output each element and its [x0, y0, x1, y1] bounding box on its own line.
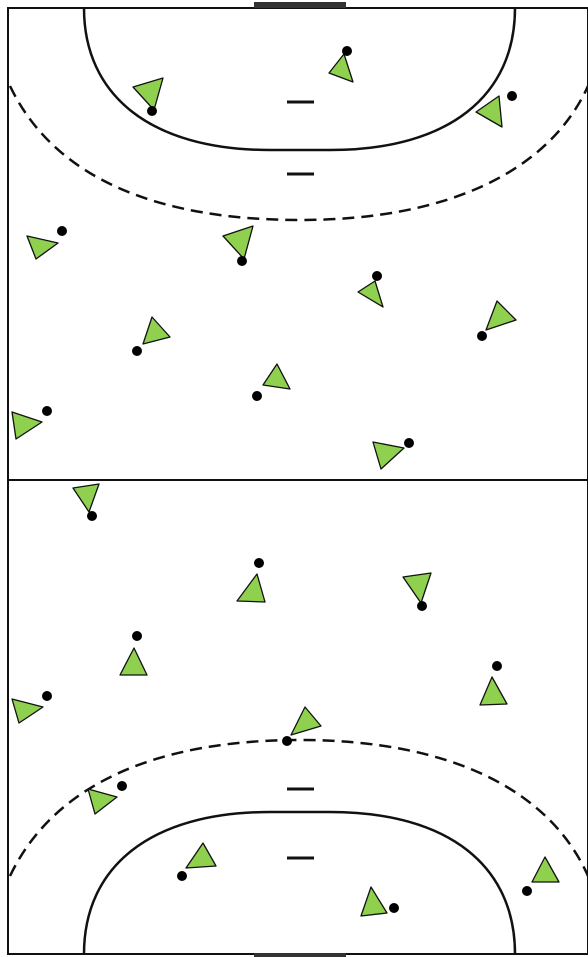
ball[interactable]: [252, 391, 262, 401]
ball[interactable]: [57, 226, 67, 236]
player-marker[interactable]: [222, 225, 254, 260]
player-marker[interactable]: [485, 300, 517, 331]
ball[interactable]: [372, 271, 382, 281]
top-free-throw-line: [8, 85, 588, 222]
ball[interactable]: [477, 331, 487, 341]
ball[interactable]: [507, 91, 517, 101]
balls-group: [42, 46, 532, 913]
player-marker[interactable]: [402, 572, 432, 604]
ball[interactable]: [254, 558, 264, 568]
ball[interactable]: [282, 736, 292, 746]
player-marker[interactable]: [262, 363, 291, 390]
ball[interactable]: [117, 781, 127, 791]
ball[interactable]: [237, 256, 247, 266]
player-marker[interactable]: [132, 77, 164, 111]
player-marker[interactable]: [372, 441, 405, 470]
ball[interactable]: [417, 601, 427, 611]
player-marker[interactable]: [11, 698, 44, 724]
ball[interactable]: [404, 438, 414, 448]
player-marker[interactable]: [185, 842, 217, 869]
top-goal: [254, 2, 346, 8]
ball[interactable]: [132, 346, 142, 356]
ball[interactable]: [342, 46, 352, 56]
ball[interactable]: [522, 886, 532, 896]
player-marker[interactable]: [357, 280, 384, 308]
ball[interactable]: [147, 106, 157, 116]
player-marker[interactable]: [87, 788, 118, 815]
ball[interactable]: [132, 631, 142, 641]
ball[interactable]: [42, 691, 52, 701]
player-marker[interactable]: [475, 95, 503, 128]
player-marker[interactable]: [142, 316, 171, 345]
player-marker[interactable]: [290, 706, 322, 736]
bottom-goal-area-line: [82, 810, 517, 955]
player-marker[interactable]: [531, 856, 560, 883]
ball[interactable]: [389, 903, 399, 913]
top-goal-area-line: [82, 7, 517, 152]
players-group: [11, 53, 560, 917]
player-marker[interactable]: [72, 483, 100, 513]
ball[interactable]: [42, 406, 52, 416]
player-marker[interactable]: [479, 676, 508, 706]
player-marker[interactable]: [236, 573, 266, 603]
player-marker[interactable]: [328, 53, 354, 83]
ball[interactable]: [87, 511, 97, 521]
player-marker[interactable]: [11, 411, 43, 440]
bottom-free-throw-line: [8, 738, 588, 877]
ball[interactable]: [177, 871, 187, 881]
player-marker[interactable]: [360, 886, 388, 917]
player-marker[interactable]: [119, 647, 148, 676]
ball[interactable]: [492, 661, 502, 671]
player-marker[interactable]: [26, 235, 59, 260]
bottom-goal: [254, 953, 346, 957]
